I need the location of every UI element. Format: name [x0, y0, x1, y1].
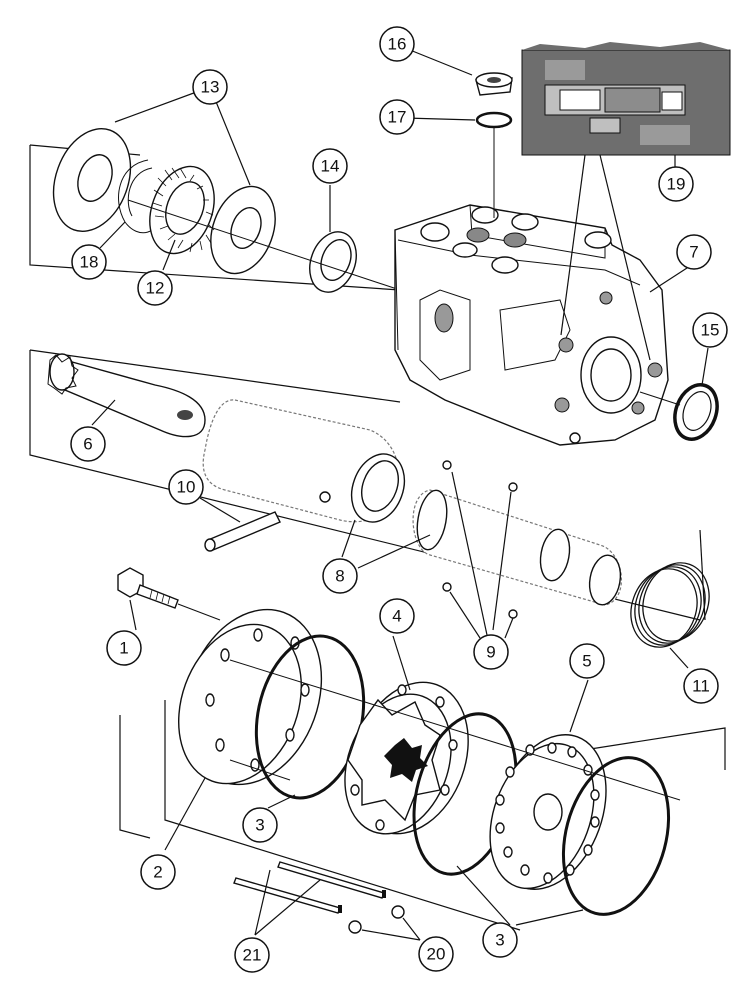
- svg-text:3: 3: [255, 816, 264, 835]
- shaft-seal: [309, 231, 357, 293]
- cross-section-inset: [521, 42, 731, 156]
- svg-text:10: 10: [177, 478, 196, 497]
- callout-3b: 3: [482, 922, 518, 958]
- svg-text:3: 3: [495, 931, 504, 950]
- svg-text:4: 4: [392, 607, 401, 626]
- callout-13: 13: [192, 69, 228, 105]
- port-plate: [489, 734, 607, 890]
- leader-lines: [91, 47, 709, 941]
- needle-bearing: [149, 165, 215, 255]
- svg-text:17: 17: [388, 108, 407, 127]
- callout-6: 6: [70, 426, 106, 462]
- callout-14: 14: [312, 148, 348, 184]
- callout-10: 10: [168, 469, 204, 505]
- callout-2: 2: [140, 854, 176, 890]
- callout-19: 19: [658, 166, 694, 202]
- svg-text:2: 2: [153, 863, 162, 882]
- callout-5: 5: [569, 643, 605, 679]
- valve-housing: [394, 204, 669, 446]
- thrust-washer-left: [52, 127, 132, 233]
- callout-3a: 3: [242, 807, 278, 843]
- callout-11: 11: [683, 668, 719, 704]
- svg-text:18: 18: [80, 253, 99, 272]
- svg-text:13: 13: [201, 78, 220, 97]
- svg-text:6: 6: [83, 435, 92, 454]
- callout-12: 12: [137, 270, 173, 306]
- svg-text:15: 15: [701, 321, 720, 340]
- svg-text:1: 1: [119, 639, 128, 658]
- drive-shaft: [47, 353, 206, 438]
- svg-text:7: 7: [689, 243, 698, 262]
- end-cap: [178, 608, 323, 786]
- callout-9: 9: [473, 634, 509, 670]
- thrust-washer-right: [210, 185, 276, 275]
- svg-text:11: 11: [692, 677, 710, 696]
- centering-springs: [630, 562, 710, 648]
- spool-sleeve: [202, 399, 622, 606]
- svg-text:16: 16: [388, 35, 407, 54]
- svg-text:14: 14: [321, 157, 340, 176]
- svg-text:9: 9: [486, 643, 495, 662]
- callout-1: 1: [106, 630, 142, 666]
- drive-pins: [233, 861, 386, 914]
- callout-21: 21: [234, 937, 270, 973]
- pin-balls: [348, 905, 405, 934]
- callout-17: 17: [379, 99, 415, 135]
- svg-text:21: 21: [243, 946, 262, 965]
- callout-20: 20: [418, 936, 454, 972]
- callout-16: 16: [379, 26, 415, 62]
- svg-text:5: 5: [582, 652, 591, 671]
- callout-18: 18: [71, 244, 107, 280]
- cross-pin: [204, 511, 281, 552]
- housing-seal: [673, 383, 719, 441]
- check-balls: [442, 460, 518, 619]
- callout-15: 15: [692, 312, 728, 348]
- plug: [475, 72, 513, 96]
- svg-text:19: 19: [667, 175, 686, 194]
- svg-text:12: 12: [146, 279, 165, 298]
- cap-screw: [117, 567, 179, 609]
- o-ring-small: [475, 111, 513, 129]
- callout-4: 4: [379, 598, 415, 634]
- gerotor-set: [344, 681, 469, 835]
- svg-text:20: 20: [427, 945, 446, 964]
- svg-text:8: 8: [335, 567, 344, 586]
- callout-7: 7: [676, 234, 712, 270]
- callout-8: 8: [322, 558, 358, 594]
- seal-ring-3: [561, 756, 671, 916]
